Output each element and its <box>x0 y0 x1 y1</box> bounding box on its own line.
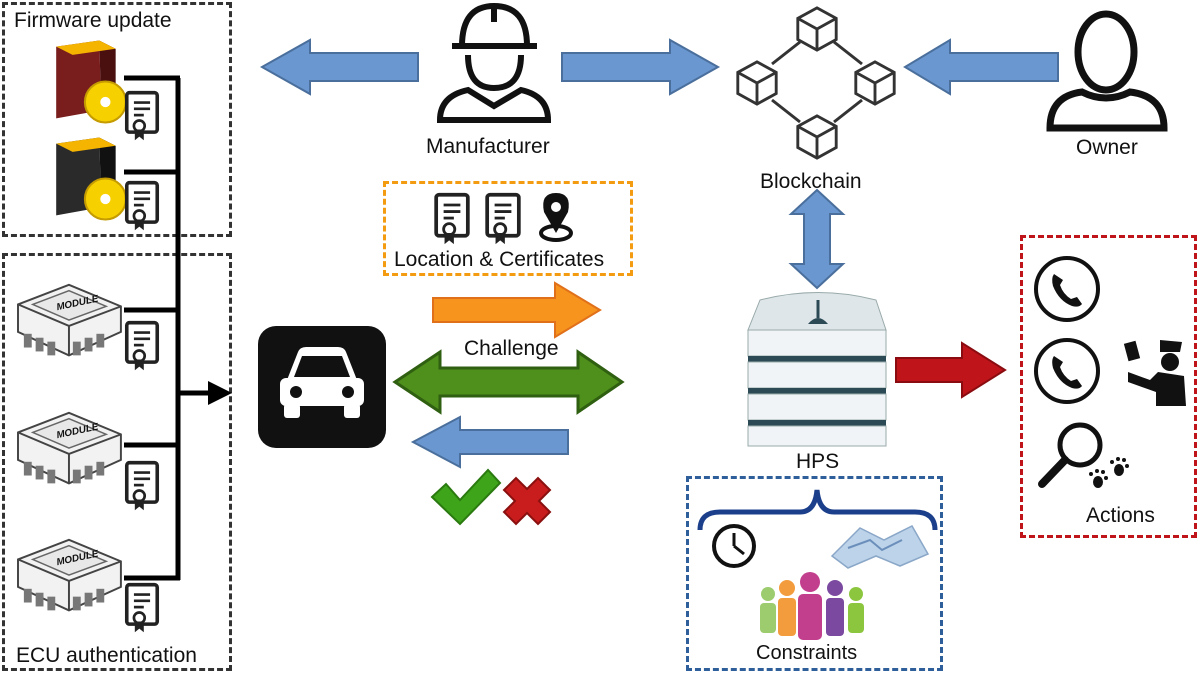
car-icon <box>258 326 386 448</box>
ecu-authentication-box <box>2 253 232 671</box>
certificate-icon <box>124 460 160 512</box>
phone-icon <box>1034 338 1100 404</box>
challenge-label: Challenge <box>464 337 559 360</box>
ecu-module-icon <box>17 411 122 485</box>
arrow-blockchain-hps <box>788 188 846 290</box>
ecu-authentication-label: ECU authentication <box>16 644 197 667</box>
firmware-box-icon <box>55 136 127 221</box>
blockchain-icon <box>736 6 896 160</box>
bus-lines <box>124 75 212 581</box>
orange-arrow <box>432 281 602 339</box>
certificate-icon <box>124 582 160 634</box>
green-double-arrow <box>392 349 625 415</box>
engineer-icon <box>436 2 552 123</box>
location-pin-icon <box>539 193 573 242</box>
hps-label: HPS <box>796 450 840 473</box>
location-certificates-label: Location & Certificates <box>394 248 605 271</box>
actions-box <box>1020 235 1197 538</box>
certificate-icon <box>124 320 160 372</box>
ecu-module-icon <box>17 538 122 612</box>
firmware-box-icon <box>55 39 127 124</box>
arrow-to-firmware <box>259 38 419 96</box>
ecu-module-icon <box>17 283 122 357</box>
certificate-icon <box>124 180 160 232</box>
constraints-label: Constraints <box>756 642 858 664</box>
red-arrow <box>895 341 1007 399</box>
constraints-box <box>686 476 943 671</box>
police-icon <box>1123 340 1186 406</box>
arrow-to-blockchain <box>561 38 721 96</box>
cross-icon <box>502 476 552 526</box>
firmware-update-box <box>2 2 232 237</box>
firmware-update-label: Firmware update <box>14 9 172 32</box>
actions-label: Actions <box>1086 504 1155 527</box>
checkmark-icon <box>430 468 502 526</box>
certificate-icon <box>434 192 470 246</box>
owner-label: Owner <box>1076 136 1138 159</box>
blockchain-label: Blockchain <box>760 170 862 193</box>
paw-prints-icon <box>1089 457 1129 488</box>
map-icon <box>830 525 930 569</box>
clock-icon <box>712 524 756 568</box>
phone-icon <box>1034 256 1100 322</box>
location-certificates-box <box>383 181 633 276</box>
server-icon <box>747 292 887 447</box>
brace <box>697 489 938 531</box>
user-icon <box>1046 10 1168 132</box>
people-icon <box>760 572 864 640</box>
manufacturer-label: Manufacturer <box>426 135 550 158</box>
certificate-icon <box>485 192 521 246</box>
magnifier-icon <box>1038 422 1103 488</box>
certificate-icon <box>124 90 160 142</box>
arrow-from-owner <box>903 38 1059 96</box>
arrow-to-car <box>410 415 569 469</box>
